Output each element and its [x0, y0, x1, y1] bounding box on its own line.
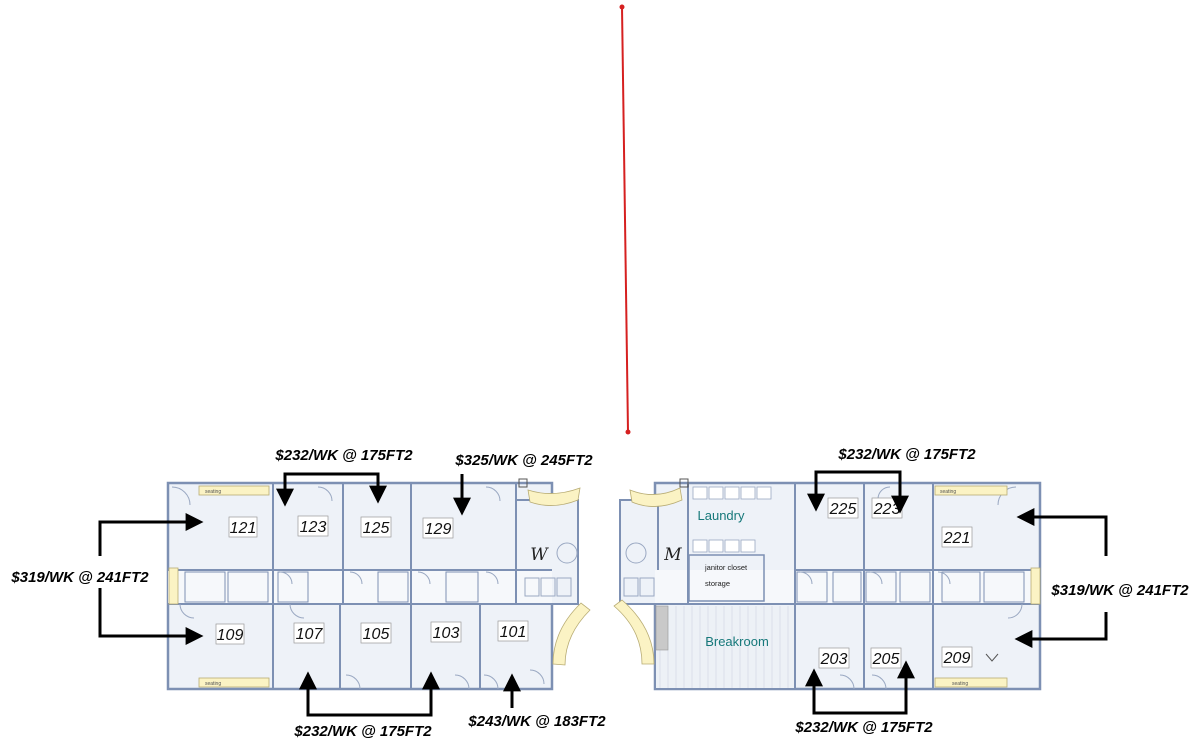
- room-225: 225: [829, 501, 857, 518]
- area-labels: Laundry Breakroom janitor closet storage…: [205, 489, 968, 687]
- price-label-121-109: $319/WK @ 241FT2: [10, 569, 149, 586]
- room-105: 105: [363, 626, 390, 643]
- room-101: 101: [500, 624, 527, 641]
- price-labels: $232/WK @ 175FT2 $325/WK @ 245FT2 $319/W…: [10, 446, 1189, 740]
- price-arrows: [98, 470, 1108, 717]
- room-203: 203: [820, 651, 848, 668]
- price-label-221-209: $319/WK @ 241FT2: [1050, 582, 1189, 599]
- price-label-225-223: $232/WK @ 175FT2: [837, 446, 976, 463]
- janitor-closet-label: janitor closet: [704, 563, 748, 572]
- seating-label-2: seating: [205, 681, 221, 687]
- room-209: 209: [943, 650, 971, 667]
- room-125: 125: [363, 520, 390, 537]
- room-107: 107: [296, 626, 324, 643]
- room-123: 123: [300, 519, 327, 536]
- room-109: 109: [217, 627, 244, 644]
- seating-label-1: seating: [205, 489, 221, 495]
- price-label-101: $243/WK @ 183FT2: [467, 713, 606, 730]
- room-205: 205: [872, 651, 900, 668]
- room-129: 129: [425, 521, 452, 538]
- price-label-129: $325/WK @ 245FT2: [454, 452, 593, 469]
- room-103: 103: [433, 625, 460, 642]
- red-measure-line: [619, 4, 631, 435]
- womens-restroom-symbol: W: [530, 545, 549, 565]
- room-labels-left: 121 123 125 129 109 107 105 103 101: [215, 515, 529, 645]
- seating-label-3: seating: [940, 489, 956, 495]
- room-121: 121: [230, 520, 257, 537]
- storage-label: storage: [705, 579, 730, 588]
- room-221: 221: [943, 530, 971, 547]
- price-label-203-205: $232/WK @ 175FT2: [794, 719, 933, 736]
- breakroom-label: Breakroom: [705, 634, 769, 649]
- left-wing: [166, 478, 591, 691]
- price-label-123-125: $232/WK @ 175FT2: [274, 447, 413, 464]
- mens-restroom-symbol: M: [663, 545, 682, 565]
- laundry-label: Laundry: [698, 508, 745, 523]
- seating-label-4: seating: [952, 681, 968, 687]
- price-label-107-103: $232/WK @ 175FT2: [293, 723, 432, 740]
- room-223: 223: [873, 501, 901, 518]
